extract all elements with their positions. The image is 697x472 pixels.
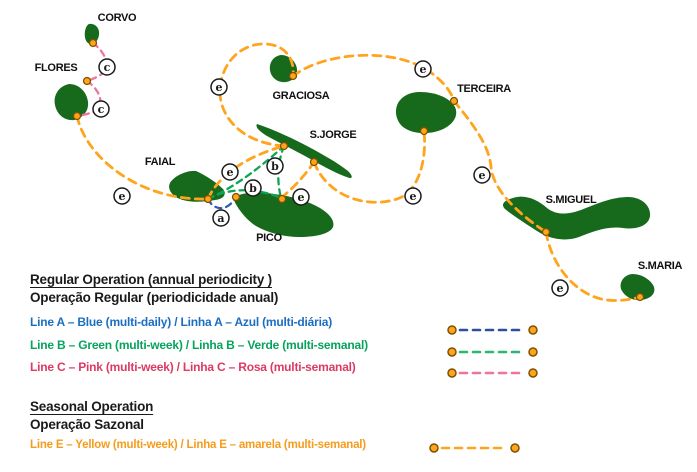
legend-sample-dot-b [447, 347, 457, 357]
legend-sample-dot-e [510, 443, 520, 453]
route-line-b [206, 189, 283, 201]
line-badge-letter-e: e [557, 282, 564, 295]
port-faial [203, 194, 213, 204]
route-line-e [218, 42, 295, 148]
line-badge-letter-e: e [227, 166, 234, 179]
route-line-e [312, 129, 426, 204]
line-badge-circle-e [473, 166, 491, 184]
island-pico [234, 192, 334, 237]
island-label-flores: FLORES [35, 62, 78, 74]
line-badge-letter-e: e [298, 191, 305, 204]
line-badge-circle-e [221, 163, 239, 181]
legend-sample-dot-c [528, 368, 538, 378]
legend-sample-dot-b [528, 347, 538, 357]
line-badge-letter-e: e [420, 63, 427, 76]
island-label-s-miguel: S.MIGUEL [546, 194, 597, 206]
line-badge-letter-e: e [119, 190, 126, 203]
legend-sample-dot-c [447, 368, 457, 378]
line-badge-letter-e: e [479, 169, 486, 182]
route-line-e [291, 53, 456, 103]
line-badge-circle-e [551, 279, 569, 297]
port-flores [82, 76, 92, 86]
line-badge-circle-e [414, 60, 432, 78]
legend-sample-dot-a [528, 325, 538, 335]
island-flores [54, 84, 89, 121]
island-corvo [84, 23, 100, 45]
port-pico [231, 192, 241, 202]
route-line-e [75, 114, 210, 201]
line-badge-letter-e: e [410, 190, 417, 203]
island-label-pico: PICO [256, 232, 282, 244]
line-badge-circle-e [404, 187, 422, 205]
line-badge-circle-c [98, 58, 116, 76]
line-badge-circle-e [210, 78, 228, 96]
line-badge-circle-e [113, 187, 131, 205]
port-s-miguel [541, 227, 551, 237]
line-badge-letter-b: b [249, 182, 257, 195]
island-label-terceira: TERCEIRA [457, 83, 511, 95]
route-line-e [206, 144, 286, 201]
route-line-e [544, 230, 642, 302]
port-flores [72, 111, 82, 121]
legend-sample-dot-a [447, 325, 457, 335]
island-label-graciosa: GRACIOSA [273, 90, 330, 102]
line-badge-letter-c: c [98, 103, 105, 116]
port-terceira [419, 126, 429, 136]
line-badge-circle-c [92, 100, 110, 118]
line-badge-circle-b [266, 157, 284, 175]
line-badge-circle-e [292, 188, 310, 206]
route-line-e [452, 99, 548, 234]
route-line-c [85, 41, 108, 83]
line-badge-circle-b [244, 179, 262, 197]
line-badge-letter-a: a [217, 212, 224, 225]
island-s-jorge [256, 124, 352, 178]
route-line-c [75, 79, 102, 118]
island-terceira [395, 92, 457, 134]
island-label-s-maria: S.MARIA [638, 260, 683, 272]
island-s-maria [620, 274, 655, 301]
line-badge-letter-b: b [271, 160, 279, 173]
port-pico [277, 194, 287, 204]
island-label-corvo: CORVO [98, 12, 137, 24]
line-badge-circle-a [212, 209, 230, 227]
port-s-maria [635, 292, 645, 302]
line-badge-letter-c: c [104, 61, 111, 74]
island-label-faial: FAIAL [145, 156, 176, 168]
port-corvo [88, 38, 98, 48]
island-label-s-jorge: S.JORGE [310, 129, 357, 141]
port-s-jorge [309, 157, 319, 167]
port-graciosa [288, 71, 298, 81]
line-badge-letter-e: e [216, 81, 223, 94]
port-terceira [449, 96, 459, 106]
port-s-jorge [279, 141, 289, 151]
legend-sample-dot-e [429, 443, 439, 453]
